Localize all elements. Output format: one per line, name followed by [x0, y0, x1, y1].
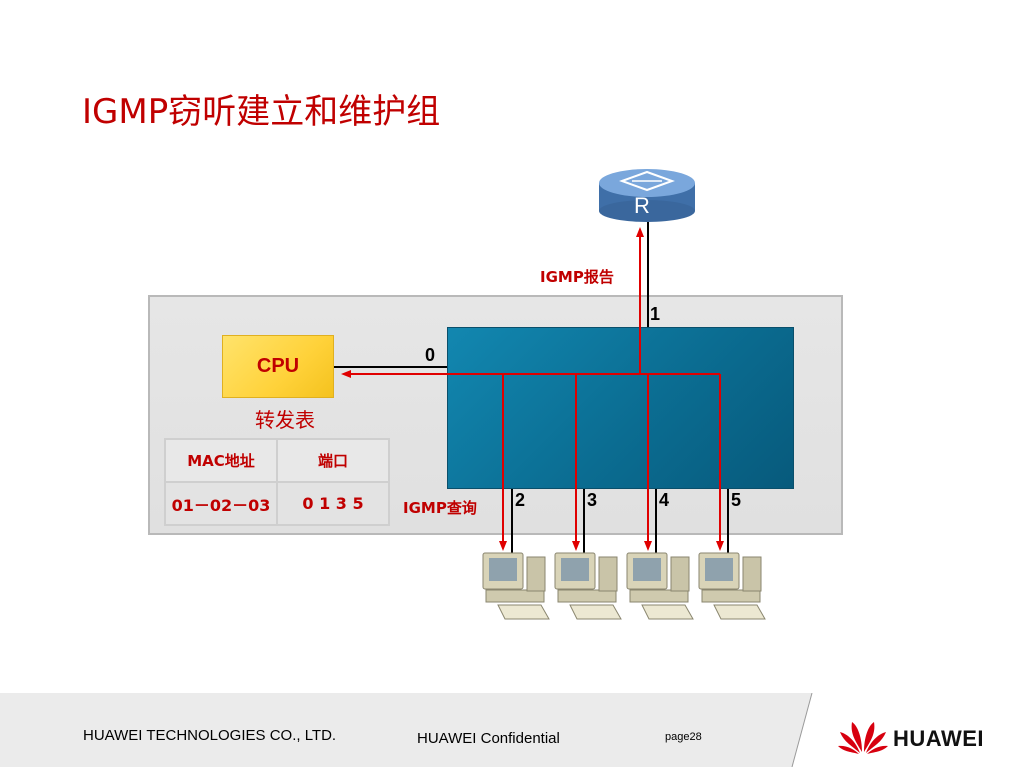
router-icon: [599, 169, 695, 222]
footer-company: HUAWEI TECHNOLOGIES CO., LTD.: [83, 727, 337, 744]
forwarding-table-title: 转发表: [255, 408, 315, 432]
port-label-1: 1: [650, 304, 661, 324]
forwarding-table: MAC地址 端口 01－02－03 0 1 3 5: [164, 438, 390, 526]
switch-box: [447, 327, 794, 489]
table-header-port: 端口: [276, 438, 390, 483]
port-label-5: 5: [731, 490, 742, 510]
port-label-0: 0: [425, 345, 436, 365]
cpu-label: CPU: [256, 355, 300, 377]
footer-confidential: HUAWEI Confidential: [417, 730, 560, 747]
pc-icon: [482, 552, 766, 620]
footer-page-number: page28: [665, 731, 702, 743]
port-label-3: 3: [587, 490, 598, 510]
huawei-logo-icon: [838, 722, 888, 754]
igmp-query-label: IGMP查询: [403, 499, 477, 517]
cpu-box: CPU: [222, 335, 334, 398]
footer-brand: HUAWEI: [893, 726, 984, 751]
router-label: R: [634, 193, 650, 218]
slide-title: IGMP窃听建立和维护组: [82, 92, 441, 132]
table-cell-ports: 0 1 3 5: [276, 481, 390, 526]
igmp-report-label: IGMP报告: [540, 268, 614, 286]
port-label-4: 4: [659, 490, 670, 510]
table-cell-mac: 01－02－03: [164, 481, 278, 526]
table-header-mac: MAC地址: [164, 438, 278, 483]
port-label-2: 2: [515, 490, 526, 510]
